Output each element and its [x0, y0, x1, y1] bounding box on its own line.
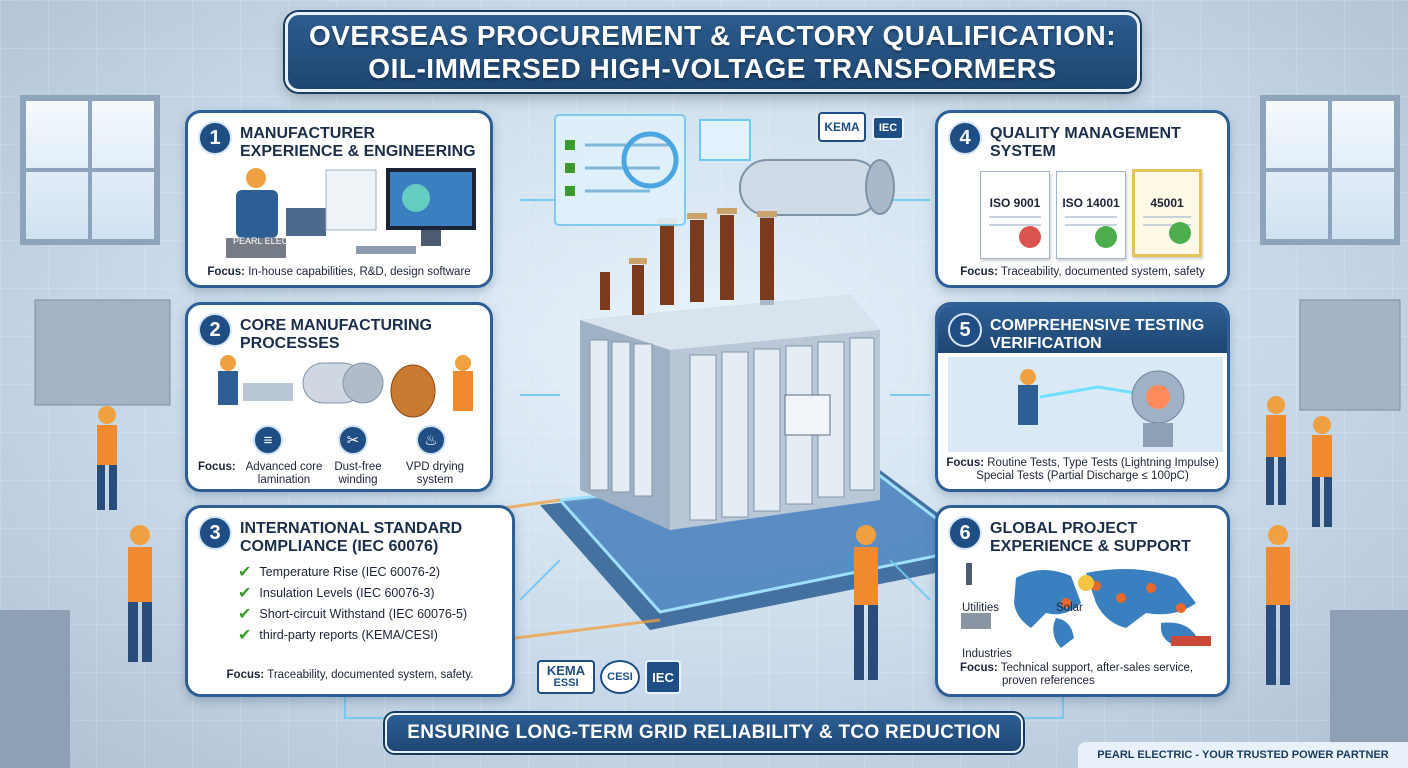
holo-checklist: [554, 114, 686, 226]
world-map-illustration: [961, 563, 1211, 648]
iec-logo-top: IEC: [872, 116, 904, 140]
check-item: ✔Temperature Rise (IEC 60076-2): [238, 564, 441, 581]
panel-testing-verification: 5 COMPREHENSIVE TESTING VERIFICATION Foc…: [935, 302, 1230, 492]
title-line-1: OVERSEAS PROCUREMENT & FACTORY QUALIFICA…: [308, 20, 1117, 51]
connector-lines: [344, 199, 1064, 719]
check-item: ✔third-party reports (KEMA/CESI): [238, 627, 438, 644]
item-dust-free-winding: Dust-free winding: [334, 461, 382, 486]
panel-number-1: 1: [198, 121, 232, 155]
map-label-industries: Industries: [962, 648, 1012, 660]
factory-window-left: [20, 95, 160, 245]
holo-panel-2: [699, 119, 751, 161]
engineer-workstation-illustration: [226, 168, 476, 258]
panel-number-3: 3: [198, 516, 232, 550]
item-core-lamination: Advanced core lamination: [245, 461, 323, 486]
title-line-2: OIL-IMMERSED HIGH-VOLTAGE TRANSFORMERS: [368, 53, 1057, 84]
map-label-utilities: Utilities: [962, 602, 1000, 614]
panel-focus-4: Focus: Traceability, documented system, …: [960, 266, 1205, 278]
checkmark-icon: ✔: [238, 585, 252, 602]
kema-logo-top: KEMA: [818, 112, 866, 142]
testing-lab-illustration: [948, 357, 1223, 452]
foreground-transformer-left: [0, 610, 70, 768]
red-seal-icon: [1019, 226, 1041, 248]
panel-5-header-band: [938, 305, 1227, 353]
panel-focus-5: Focus: Routine Tests, Type Tests (Lightn…: [946, 457, 1219, 482]
green-seal-icon: [1169, 222, 1191, 244]
check-item: ✔Insulation Levels (IEC 60076-3): [238, 585, 435, 602]
panel-core-manufacturing: 2 CORE MANUFACTURING PROCESSES ≡ ✂ ♨ Foc…: [185, 302, 493, 492]
cert-iso-14001: ISO 14001: [1056, 171, 1126, 259]
check-item: ✔Short-circuit Withstand (IEC 60076-5): [238, 606, 468, 623]
panel-title-1: MANUFACTURER EXPERIENCE & ENGINEERING: [240, 125, 476, 160]
compliance-checklist: ✔Temperature Rise (IEC 60076-2) ✔Insulat…: [188, 556, 512, 646]
nameplate: [784, 394, 831, 436]
shirt-badge-text: PEARL ELECTRIC: [233, 236, 310, 246]
holo-checks: [565, 140, 575, 196]
green-seal-icon: [1095, 226, 1117, 248]
title-banner: OVERSEAS PROCUREMENT & FACTORY QUALIFICA…: [285, 12, 1140, 92]
bottom-banner: ENSURING LONG-TERM GRID RELIABILITY & TC…: [385, 713, 1023, 753]
panel-number-4: 4: [948, 121, 982, 155]
panel-standard-compliance: 3 INTERNATIONAL STANDARD COMPLIANCE (IEC…: [185, 505, 515, 697]
cert-iso-9001: ISO 9001: [980, 171, 1050, 259]
worker-figures: [97, 396, 1332, 685]
side-transformer-right: [1299, 299, 1401, 411]
panel-number-6: 6: [948, 516, 982, 550]
panel-title-2: CORE MANUFACTURING PROCESSES: [240, 317, 432, 352]
panel-number-5: 5: [948, 313, 982, 347]
side-transformer-left: [34, 299, 171, 406]
panel-title-5: COMPREHENSIVE TESTING VERIFICATION: [990, 317, 1205, 352]
panel-title-4: QUALITY MANAGEMENT SYSTEM: [990, 125, 1181, 160]
map-label-solar: Solar: [1056, 602, 1083, 614]
panel-quality-management: 4 QUALITY MANAGEMENT SYSTEM ISO 9001 ISO…: [935, 110, 1230, 288]
checkmark-icon: ✔: [238, 627, 252, 644]
manufacturing-illustration: [218, 355, 473, 418]
panel-title-3: INTERNATIONAL STANDARD COMPLIANCE (IEC 6…: [240, 520, 463, 555]
dust-free-winding-icon: ✂: [338, 425, 368, 455]
conservator-tank: [739, 159, 881, 216]
panel-focus-1: Focus: In-house capabilities, R&D, desig…: [207, 266, 471, 278]
foreground-transformer-right: [1330, 610, 1408, 768]
checkmark-icon: ✔: [238, 606, 252, 623]
cert-45001: 45001: [1132, 169, 1202, 257]
panel-focus-6: Focus: Technical support, after-sales se…: [960, 662, 1194, 687]
transformer-lid: [580, 295, 880, 350]
bushings: [600, 208, 777, 315]
footer-tagline: PEARL ELECTRIC - YOUR TRUSTED POWER PART…: [1078, 742, 1408, 768]
panel-title-6: GLOBAL PROJECT EXPERIENCE & SUPPORT: [990, 520, 1191, 555]
holo-gauge: [621, 131, 679, 189]
panel-number-2: 2: [198, 313, 232, 347]
panel-focus-3: Focus: Traceability, documented system, …: [226, 669, 474, 681]
checkmark-icon: ✔: [238, 564, 252, 581]
panel-manufacturer-experience: 1 MANUFACTURER EXPERIENCE & ENGINEERING …: [185, 110, 493, 288]
cesi-logo: CESI: [600, 660, 640, 694]
panel-global-experience: 6 GLOBAL PROJECT EXPERIENCE & SUPPORT Ut…: [935, 505, 1230, 697]
factory-window-right: [1260, 95, 1400, 245]
radiator-fins: [589, 337, 875, 521]
vpd-drying-icon: ♨: [416, 425, 446, 455]
item-vpd-drying: VPD drying system: [405, 461, 465, 486]
core-lamination-icon: ≡: [253, 425, 283, 455]
panel-focus-label-2: Focus:: [198, 461, 236, 473]
iec-logo: IEC: [645, 660, 681, 694]
